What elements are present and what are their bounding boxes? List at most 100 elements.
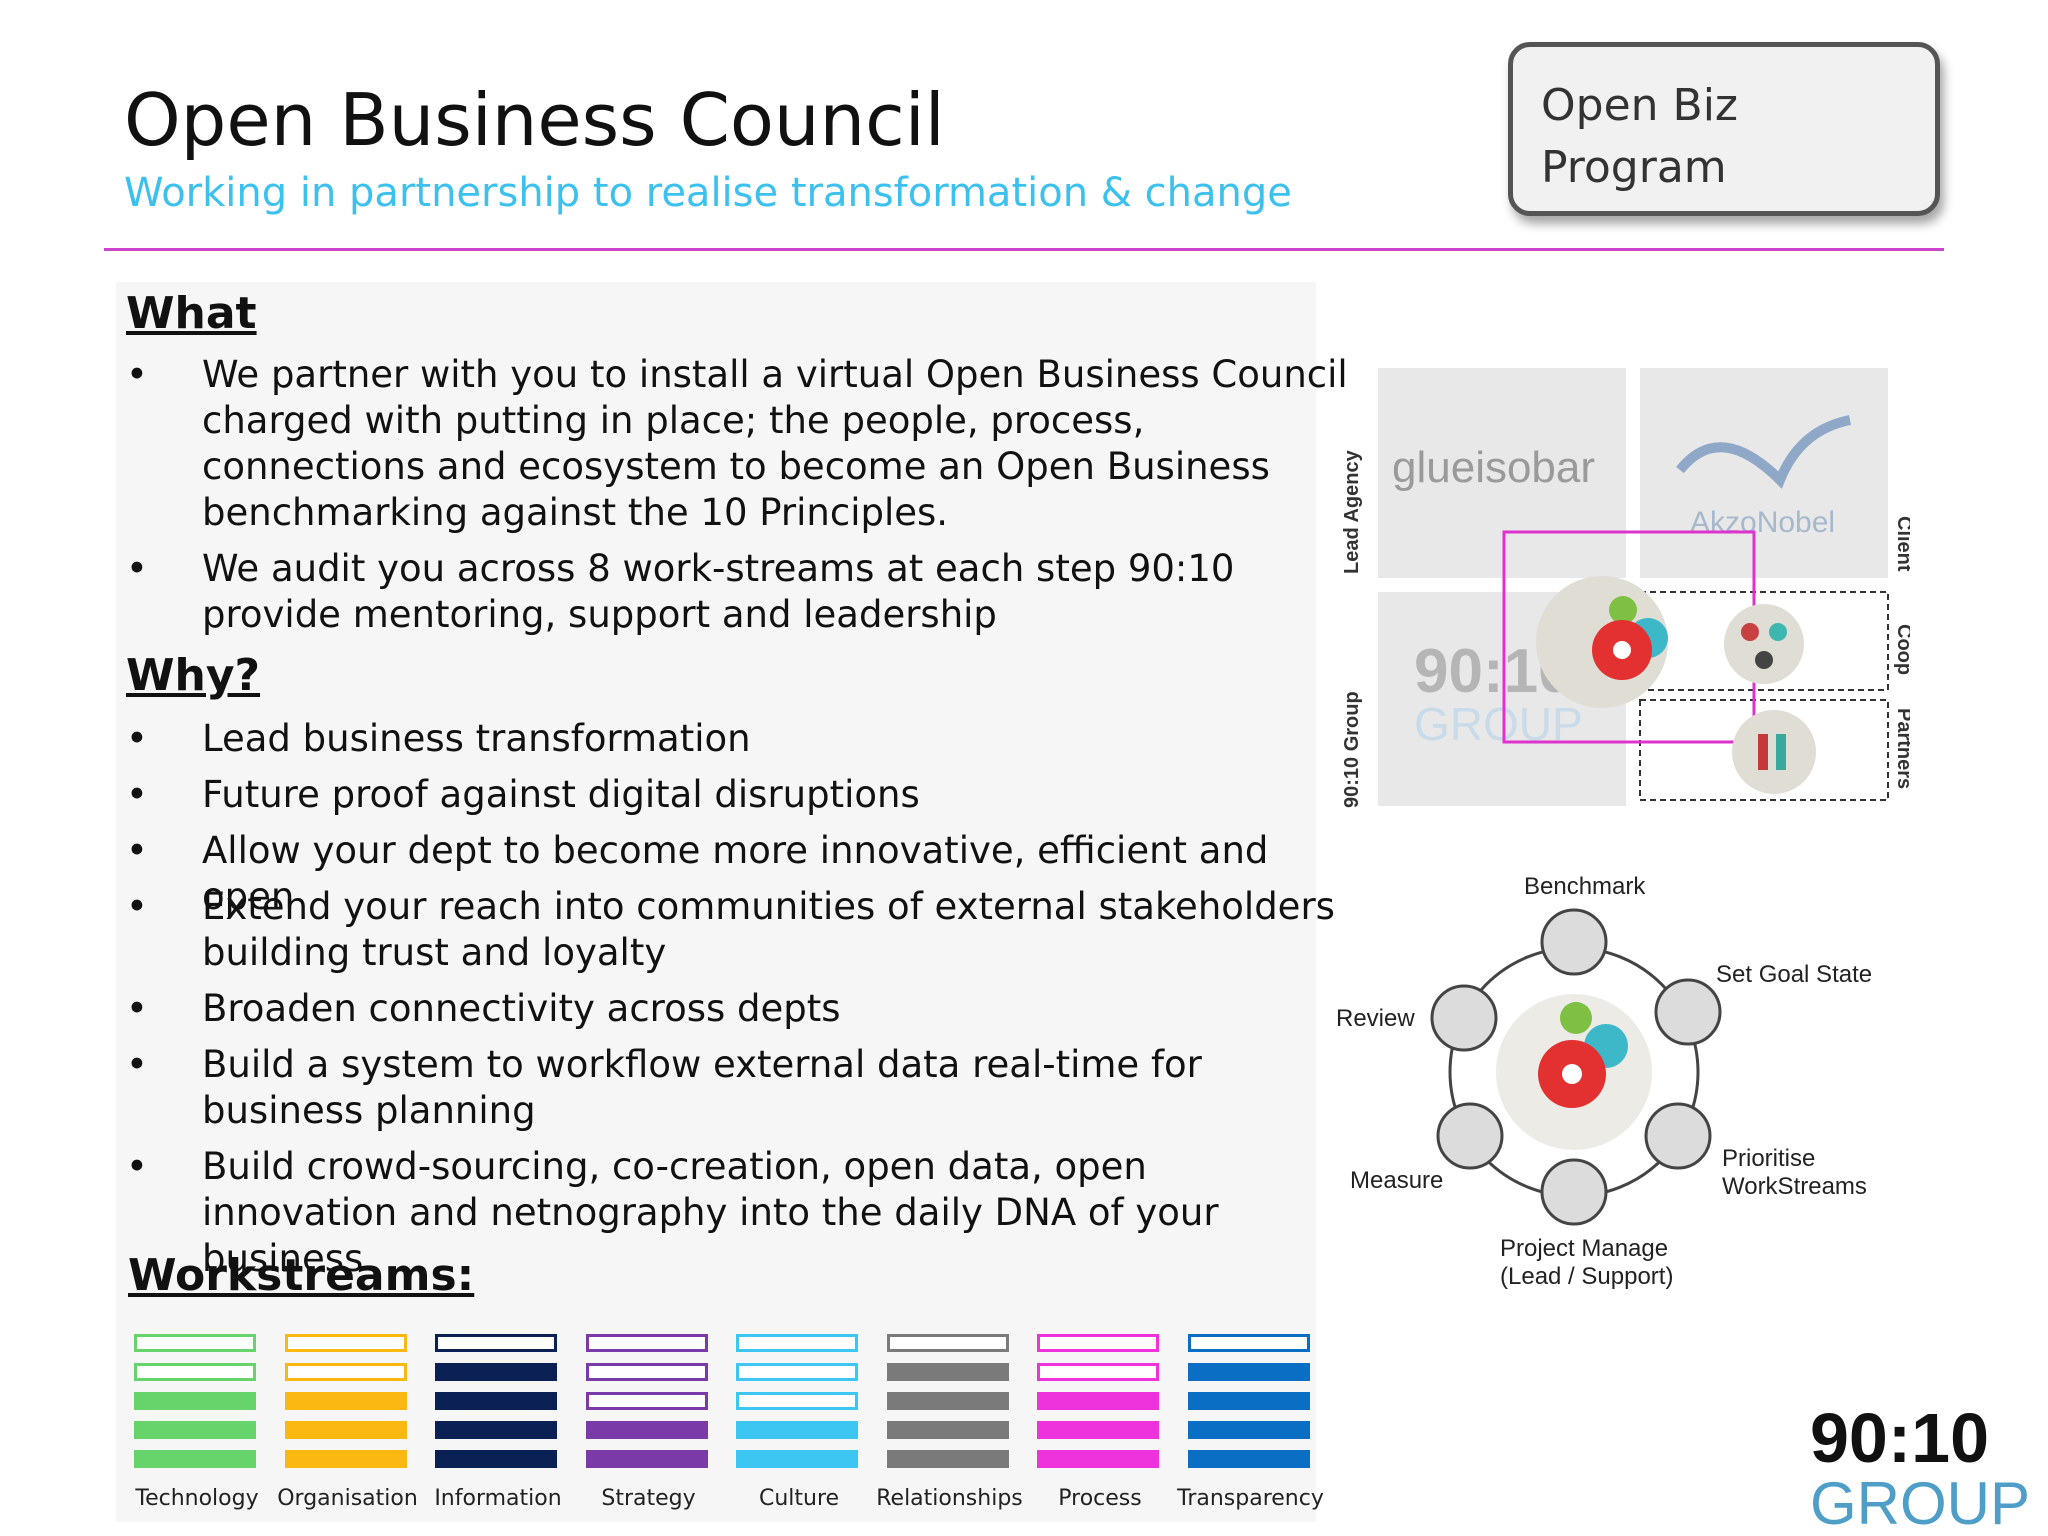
workstreams-heading: Workstreams: [128, 1250, 475, 1301]
workstream-level-bar [284, 1392, 407, 1410]
workstream-level-bar [1037, 1421, 1159, 1439]
step-measure: Measure [1350, 1167, 1443, 1194]
workstream-strategy: Strategy [585, 1334, 712, 1511]
workstream-process: Process [1037, 1334, 1163, 1511]
what-bullet-text: We partner with you to install a virtual… [202, 353, 1348, 534]
step-node [1540, 1158, 1608, 1226]
workstream-level-bar [585, 1334, 708, 1352]
workstream-level-bar [435, 1334, 557, 1352]
person-figure-icon [1776, 734, 1786, 770]
workstream-level-bar [736, 1363, 858, 1381]
client-cell [1640, 368, 1888, 578]
gear-hub-icon [1562, 1064, 1582, 1084]
workstream-label: Strategy [601, 1486, 696, 1511]
workstream-label: Process [1058, 1486, 1142, 1511]
workstream-culture: Culture [736, 1334, 862, 1511]
workstream-level-bar [585, 1450, 708, 1468]
workstream-level-bar [736, 1334, 858, 1352]
why-bullet-text: Extend your reach into communities of ex… [202, 885, 1335, 974]
workstream-level-bar [1037, 1450, 1159, 1468]
label-partners: Partners [1893, 708, 1910, 789]
client-logo: AkzoNobel [1690, 506, 1835, 539]
akzo-figure-icon [1676, 415, 1852, 489]
workstream-level-bar [284, 1334, 407, 1352]
label-group: 90:10 Group [1341, 691, 1363, 808]
coop-people-icon [1724, 604, 1804, 684]
partners-people-icon [1732, 710, 1816, 794]
why-bullet-text: Allow your dept to become more innovativ… [202, 829, 1269, 918]
workstream-level-bar [1037, 1392, 1159, 1410]
step-node [1654, 978, 1722, 1046]
workstream-level-bar [134, 1334, 256, 1352]
workstream-level-bar [886, 1363, 1009, 1381]
workstream-level-bar [1037, 1334, 1159, 1352]
step-node [1644, 1102, 1712, 1170]
workstream-transparency: Transparency [1177, 1334, 1324, 1511]
step-project-manage: Project Manage(Lead / Support) [1500, 1235, 1673, 1290]
workstream-level-bar [886, 1392, 1009, 1410]
green-gear-icon [1560, 1002, 1592, 1034]
step-node [1430, 984, 1498, 1052]
why-bullet-text: Build a system to workflow external data… [202, 1043, 1202, 1132]
program-badge-label: Open Biz Program [1541, 80, 1739, 193]
workstream-level-bar [886, 1450, 1009, 1468]
workstream-label: Organisation [277, 1486, 418, 1511]
workstream-level-bar [435, 1363, 557, 1381]
page-subtitle: Working in partnership to realise transf… [124, 170, 1292, 216]
agency-cell [1378, 368, 1626, 578]
gear-hub-icon [1613, 641, 1631, 659]
workstream-level-bar [435, 1450, 557, 1468]
workstream-label: Culture [758, 1486, 840, 1511]
workstream-level-bar [736, 1450, 858, 1468]
step-review: Review [1336, 1005, 1415, 1032]
what-bullet-text: We audit you across 8 work-streams at ea… [202, 547, 1235, 636]
person-dot-icon [1755, 651, 1773, 669]
workstream-label: Relationships [876, 1486, 1023, 1511]
workstream-level-bar [134, 1392, 256, 1410]
workstream-level-bar [585, 1421, 708, 1439]
partners-cell [1639, 699, 1889, 801]
workstream-level-bar [134, 1421, 256, 1439]
workstream-label: Transparency [1177, 1486, 1324, 1511]
workstream-level-bar [1187, 1334, 1310, 1352]
workstream-organisation: Organisation [277, 1334, 418, 1511]
workstream-level-bar [886, 1421, 1009, 1439]
page-title: Open Business Council [124, 78, 945, 162]
step-set-goal-state: Set Goal State [1716, 961, 1872, 988]
workstream-level-bar [736, 1421, 858, 1439]
person-figure-icon [1758, 734, 1768, 770]
person-dot-icon [1769, 623, 1787, 641]
workstream-label: Technology [135, 1486, 259, 1511]
workstream-label: Information [434, 1486, 562, 1511]
content-panel [116, 282, 1316, 1522]
workstream-level-bar [1187, 1450, 1310, 1468]
workstream-relationships: Relationships [876, 1334, 1023, 1511]
workstream-level-bar [284, 1450, 407, 1468]
company-logo: 90:10 GROUP [1810, 1400, 2030, 1530]
workstream-level-bar [1187, 1392, 1310, 1410]
step-node [1540, 908, 1608, 976]
why-bullet-text: Lead business transformation [202, 717, 751, 760]
workstream-technology: Technology [134, 1334, 260, 1511]
label-lead-agency: Lead Agency [1341, 449, 1363, 574]
workstream-level-bar [736, 1392, 858, 1410]
workstream-level-bar [585, 1392, 708, 1410]
workstream-level-bar [886, 1334, 1009, 1352]
why-bullet-text: Broaden connectivity across depts [202, 987, 841, 1030]
workstream-level-bar [585, 1363, 708, 1381]
label-coop: Coop [1893, 624, 1910, 675]
workstream-level-bar [284, 1421, 407, 1439]
workstream-level-bar [1037, 1363, 1159, 1381]
step-benchmark: Benchmark [1524, 873, 1646, 900]
why-bullet-text: Future proof against digital disruptions [202, 773, 920, 816]
logo-bottom: GROUP [1810, 1470, 2030, 1530]
header-divider [104, 248, 1944, 251]
workstream-level-bar [435, 1421, 557, 1439]
label-client: Client [1893, 516, 1910, 572]
why-bullet-text: Build crowd-sourcing, co-creation, open … [202, 1145, 1219, 1280]
person-dot-icon [1741, 623, 1759, 641]
partnership-matrix-diagram: glueisobar AkzoNobel 90:10 GROUP Lead Ag… [1341, 368, 1910, 808]
workstream-level-bar [1187, 1363, 1310, 1381]
